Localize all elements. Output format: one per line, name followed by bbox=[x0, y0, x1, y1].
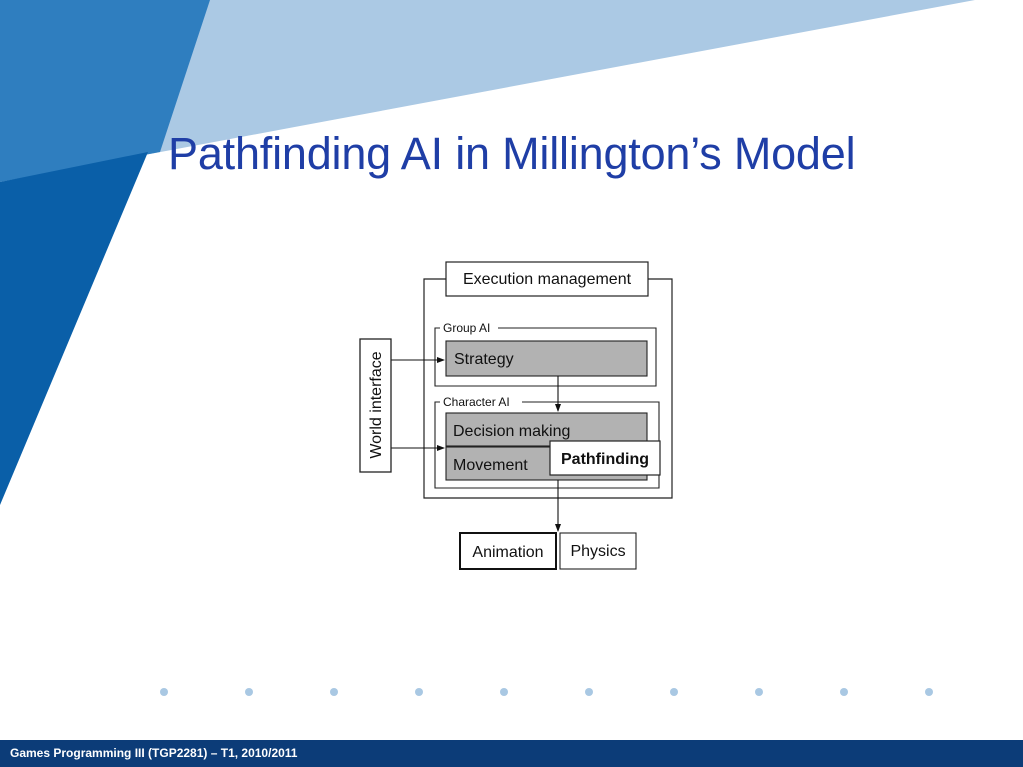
footer-bar: Games Programming III (TGP2281) – T1, 20… bbox=[0, 740, 1023, 767]
dot bbox=[755, 688, 763, 696]
footer-text: Games Programming III (TGP2281) – T1, 20… bbox=[10, 746, 298, 760]
light-blue-wedge bbox=[0, 0, 975, 182]
world-interface-box bbox=[359, 338, 392, 473]
movement-label: Movement bbox=[453, 457, 528, 474]
dot bbox=[840, 688, 848, 696]
physics-label: Physics bbox=[570, 543, 625, 560]
physics-box bbox=[559, 532, 637, 570]
character-ai-frame bbox=[434, 401, 660, 489]
dot bbox=[925, 688, 933, 696]
dot bbox=[415, 688, 423, 696]
dot bbox=[585, 688, 593, 696]
execution-management-box bbox=[445, 261, 649, 297]
dot bbox=[330, 688, 338, 696]
pathfinding-label: Pathfinding bbox=[561, 451, 649, 468]
strategy-box bbox=[445, 340, 648, 377]
group-ai-label: Group AI bbox=[443, 321, 490, 335]
pathfinding-box bbox=[549, 440, 661, 476]
animation-label: Animation bbox=[472, 544, 543, 561]
slide-title: Pathfinding AI in Millington’s Model bbox=[168, 128, 856, 179]
execution-frame bbox=[423, 278, 673, 499]
strategy-label: Strategy bbox=[454, 351, 514, 368]
world-interface-label: World interface bbox=[368, 351, 385, 458]
dot bbox=[670, 688, 678, 696]
character-ai-label: Character AI bbox=[443, 395, 510, 409]
dot bbox=[245, 688, 253, 696]
decision-making-label: Decision making bbox=[453, 423, 570, 440]
dot bbox=[160, 688, 168, 696]
group-ai-frame bbox=[434, 327, 657, 387]
dot bbox=[500, 688, 508, 696]
execution-management-label: Execution management bbox=[463, 271, 632, 288]
animation-box bbox=[459, 532, 557, 570]
dark-blue-wedge bbox=[0, 152, 148, 505]
mid-blue-wedge bbox=[0, 0, 210, 182]
